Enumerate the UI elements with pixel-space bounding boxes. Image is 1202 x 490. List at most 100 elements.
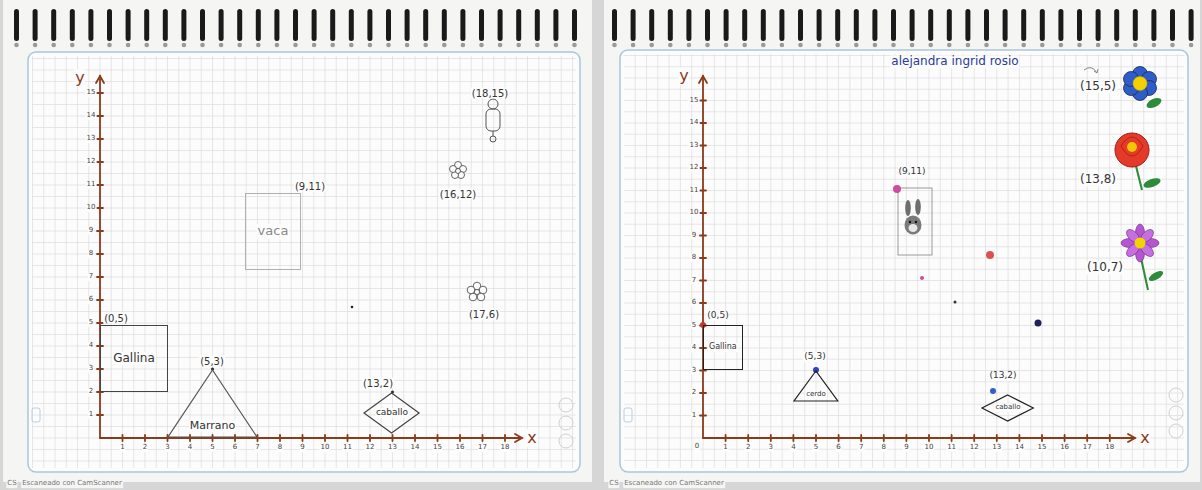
tick-number: 15 [432,444,443,452]
animal-name: cerdo [805,391,827,399]
spiral-hole [182,43,187,48]
rabbit-ear [915,199,921,215]
animal-box: vaca [245,193,301,270]
student-names: alejandra ingrid rosio [890,55,1019,68]
spiral-loop [405,9,410,41]
grid-line [257,56,258,468]
grid-line [32,81,576,82]
tick-number: 3 [691,367,697,375]
spiral-hole [330,43,335,48]
tick-number: 8 [691,254,697,262]
grid-line [940,54,941,468]
spiral-loop [219,9,224,41]
grid-line [66,56,67,468]
axis-line [515,434,522,442]
spiral-hole [1021,43,1026,48]
tick-number: 1 [691,412,697,420]
grid-line [111,56,112,468]
grid-line [624,280,1184,281]
page-marker [1169,424,1183,438]
grid-line [538,56,539,468]
page-marker [1169,406,1183,420]
grid-line [32,70,576,71]
grid-line [624,404,1184,405]
coordinate-label: (9,11) [897,167,926,177]
grid-line [32,208,576,209]
spiral-hole [761,43,766,48]
spiral-hole [1096,43,1101,48]
arrow-doodle [1094,69,1098,73]
grid-line [178,56,179,468]
grid-line [32,219,576,220]
grid-line [624,100,1184,101]
axis-line [928,435,930,441]
grid-line [624,370,1184,371]
axis-line [97,184,103,186]
grid-line [748,54,749,468]
grid-line [974,54,975,468]
tick-number: 11 [342,444,353,452]
grid-line [302,56,303,468]
spiral-loop [928,9,933,41]
grid-line [471,56,472,468]
grid-line [77,56,78,468]
spiral-hole [237,43,242,48]
spiral-loop [181,9,186,41]
tick-number: 2 [691,389,697,397]
grid-line [624,303,1184,304]
spiral-loop [1040,9,1045,41]
doodle-figure [486,109,500,131]
spiral-hole [668,43,673,48]
axis-line [437,435,439,441]
axis-line [97,138,103,140]
grid-line [212,56,213,468]
grid-line [32,461,576,462]
purple-flower [1121,224,1165,290]
arrow-doodle [1084,68,1097,73]
coordinate-label: (13,2) [988,371,1017,381]
grid-line [43,56,44,468]
rabbit-face [909,224,918,232]
tick-number: 12 [365,444,376,452]
tick-number: 18 [500,444,511,452]
grid-line [32,438,576,439]
grid-line [122,56,123,468]
axis-line [1019,435,1021,441]
tick-number: 8 [88,250,94,258]
tick-number: 13 [387,444,398,452]
spiral-hole [631,43,636,48]
spiral-loop [1096,9,1101,41]
tick-number: 17 [1082,444,1093,452]
spiral-hole [1133,43,1138,48]
stem [1141,258,1148,290]
page-marker [559,398,573,412]
spiral-loop [330,9,335,41]
animal-name: Marrano [189,420,237,432]
tick-number: 9 [299,444,305,452]
spiral-hole [966,43,971,48]
grid-line [32,369,576,370]
spiral-loop [965,9,970,41]
axis-line [234,435,236,441]
grid-line [770,54,771,468]
right-panel [620,50,1188,472]
grid-line [624,213,1184,214]
grid-line [917,54,918,468]
axis-line [414,435,416,441]
grid-line [624,258,1184,259]
grid-line [561,56,562,468]
tick-number: 7 [254,444,260,452]
spiral-loop [1003,9,1008,41]
grid-line [347,56,348,468]
grid-line [235,56,236,468]
axis-line [324,435,326,441]
spiral-hole [984,43,989,48]
spiral-hole [649,43,654,48]
axis-line [700,302,706,304]
grid-line [550,56,551,468]
grid-line [624,190,1184,191]
page-tab [32,408,40,422]
grid-line [736,54,737,468]
spiral-hole [910,43,915,48]
